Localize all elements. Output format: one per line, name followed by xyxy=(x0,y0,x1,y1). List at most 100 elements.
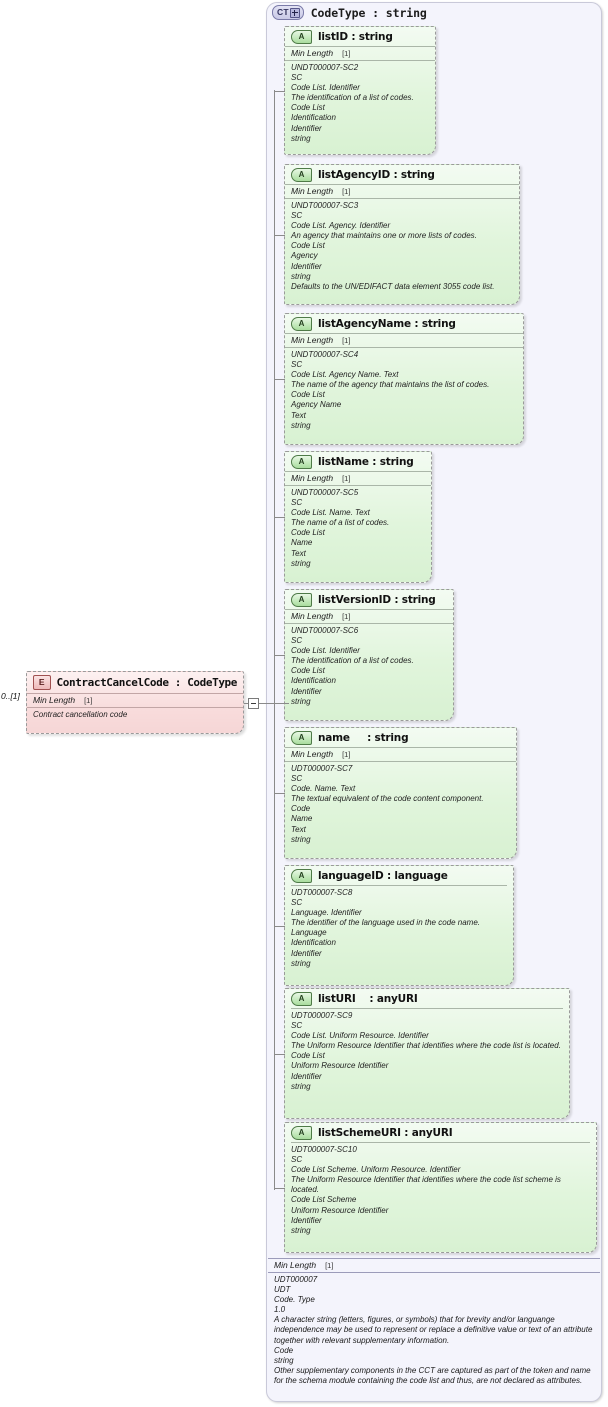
plus-icon[interactable] xyxy=(289,7,300,18)
doc-line: string xyxy=(291,420,311,430)
attribute-facet-row: Min Length [1] xyxy=(285,184,519,199)
doc-line: Identification xyxy=(291,113,336,123)
element-occurrence: 0..[1] xyxy=(1,691,20,701)
doc-line: Uniform Resource Identifier xyxy=(291,1205,389,1215)
complextype-expand-icon[interactable]: CT xyxy=(272,5,304,20)
doc-line: SC xyxy=(291,1155,303,1165)
attribute-title: listSchemeURI : anyURI xyxy=(318,1126,453,1139)
attribute-facet-label: Min Length xyxy=(291,48,334,58)
doc-line: Code List Scheme. Uniform Resource. Iden… xyxy=(291,1165,461,1175)
attribute-facet-row: Min Length[1] xyxy=(285,747,516,762)
attribute-title: listID : string xyxy=(318,30,393,43)
doc-line: SC xyxy=(291,1021,303,1031)
doc-line: Identification xyxy=(291,938,336,948)
complextype-title: CodeType : string xyxy=(310,5,427,20)
doc-line: string xyxy=(291,133,311,143)
doc-line: string xyxy=(274,1355,294,1365)
attribute-connector xyxy=(274,379,285,380)
doc-line: Identifier xyxy=(291,1071,322,1081)
attribute-title: listName : string xyxy=(318,455,414,468)
attribute-facet-row: Min Length [1] xyxy=(285,46,435,61)
attribute-connector xyxy=(274,91,285,92)
attribute-facet-label: Min Length xyxy=(291,473,334,483)
attribute-badge-icon: A xyxy=(291,316,312,331)
attribute-title: listVersionID : string xyxy=(318,593,436,606)
doc-line: Identifier xyxy=(291,1215,322,1225)
doc-line: UDT000007-SC10 xyxy=(291,1145,357,1154)
doc-line: Code List. Agency Name. Text xyxy=(291,370,399,380)
doc-line: Code List xyxy=(291,666,325,676)
element-connector-right xyxy=(259,703,289,704)
attribute-facet-label: Min Length xyxy=(291,186,334,196)
doc-line: string xyxy=(291,958,311,968)
doc-line: Code. Type xyxy=(274,1295,315,1305)
attribute-spine xyxy=(274,90,275,1190)
doc-line: Code xyxy=(291,804,311,814)
doc-line: Code List. Agency. Identifier xyxy=(291,221,391,231)
doc-line: Identifier xyxy=(291,686,322,696)
attribute-connector xyxy=(274,1054,285,1055)
attribute-facet-occurrence: [1] xyxy=(342,612,351,621)
doc-line: SC xyxy=(291,774,303,784)
doc-line: UNDT000007-SC3 xyxy=(291,201,359,210)
doc-line: Agency xyxy=(291,251,318,261)
attribute-facet-label: Min Length xyxy=(291,335,334,345)
doc-line: string xyxy=(291,834,311,844)
attribute-connector xyxy=(274,235,285,236)
attribute-separator xyxy=(291,1142,590,1143)
doc-line: An agency that maintains one or more lis… xyxy=(291,231,477,241)
attribute-facet-row: Min Length [1] xyxy=(285,471,431,486)
doc-line: Name xyxy=(291,814,313,824)
attribute-facet-occurrence: [1] xyxy=(342,474,351,483)
attribute-connector xyxy=(274,1188,285,1189)
attribute-separator xyxy=(291,1008,563,1009)
doc-line: A character string (letters, figures, or… xyxy=(274,1315,593,1345)
doc-line: The Uniform Resource Identifier that ide… xyxy=(291,1041,561,1051)
doc-line: The name of a list of codes. xyxy=(291,518,390,528)
doc-line: The identification of a list of codes. xyxy=(291,93,414,103)
collapse-toggle[interactable] xyxy=(248,698,259,709)
attribute-title: listAgencyID : string xyxy=(318,168,435,181)
doc-line: Code List xyxy=(291,241,325,251)
doc-line: Code List. Identifier xyxy=(291,646,360,656)
doc-line: UNDT000007-SC2 xyxy=(291,63,359,72)
attribute-connector xyxy=(274,793,285,794)
attribute-facet-label: Min Length xyxy=(291,749,334,759)
attribute-badge-icon: A xyxy=(291,592,312,607)
doc-line: Identifier xyxy=(291,948,322,958)
doc-line: UDT000007-SC8 xyxy=(291,888,353,897)
doc-line: SC xyxy=(291,898,303,908)
doc-line: Identification xyxy=(291,676,336,686)
attribute-facet-occurrence: [1] xyxy=(342,49,351,58)
attribute-facet-occurrence: [1] xyxy=(342,187,351,196)
doc-line: UNDT000007-SC6 xyxy=(291,626,359,635)
doc-line: Contract cancellation code xyxy=(33,710,128,719)
attribute-badge-icon: A xyxy=(291,991,312,1006)
attribute-connector xyxy=(274,926,285,927)
attribute-badge-icon: A xyxy=(291,730,312,745)
doc-line: UDT000007 xyxy=(274,1275,318,1284)
complextype-header: CT CodeType : string xyxy=(272,5,427,20)
element-connector-left xyxy=(244,703,249,704)
element-contractcancelcode[interactable]: E ContractCancelCode : CodeType Min Leng… xyxy=(26,671,244,734)
doc-line: Text xyxy=(291,410,306,420)
